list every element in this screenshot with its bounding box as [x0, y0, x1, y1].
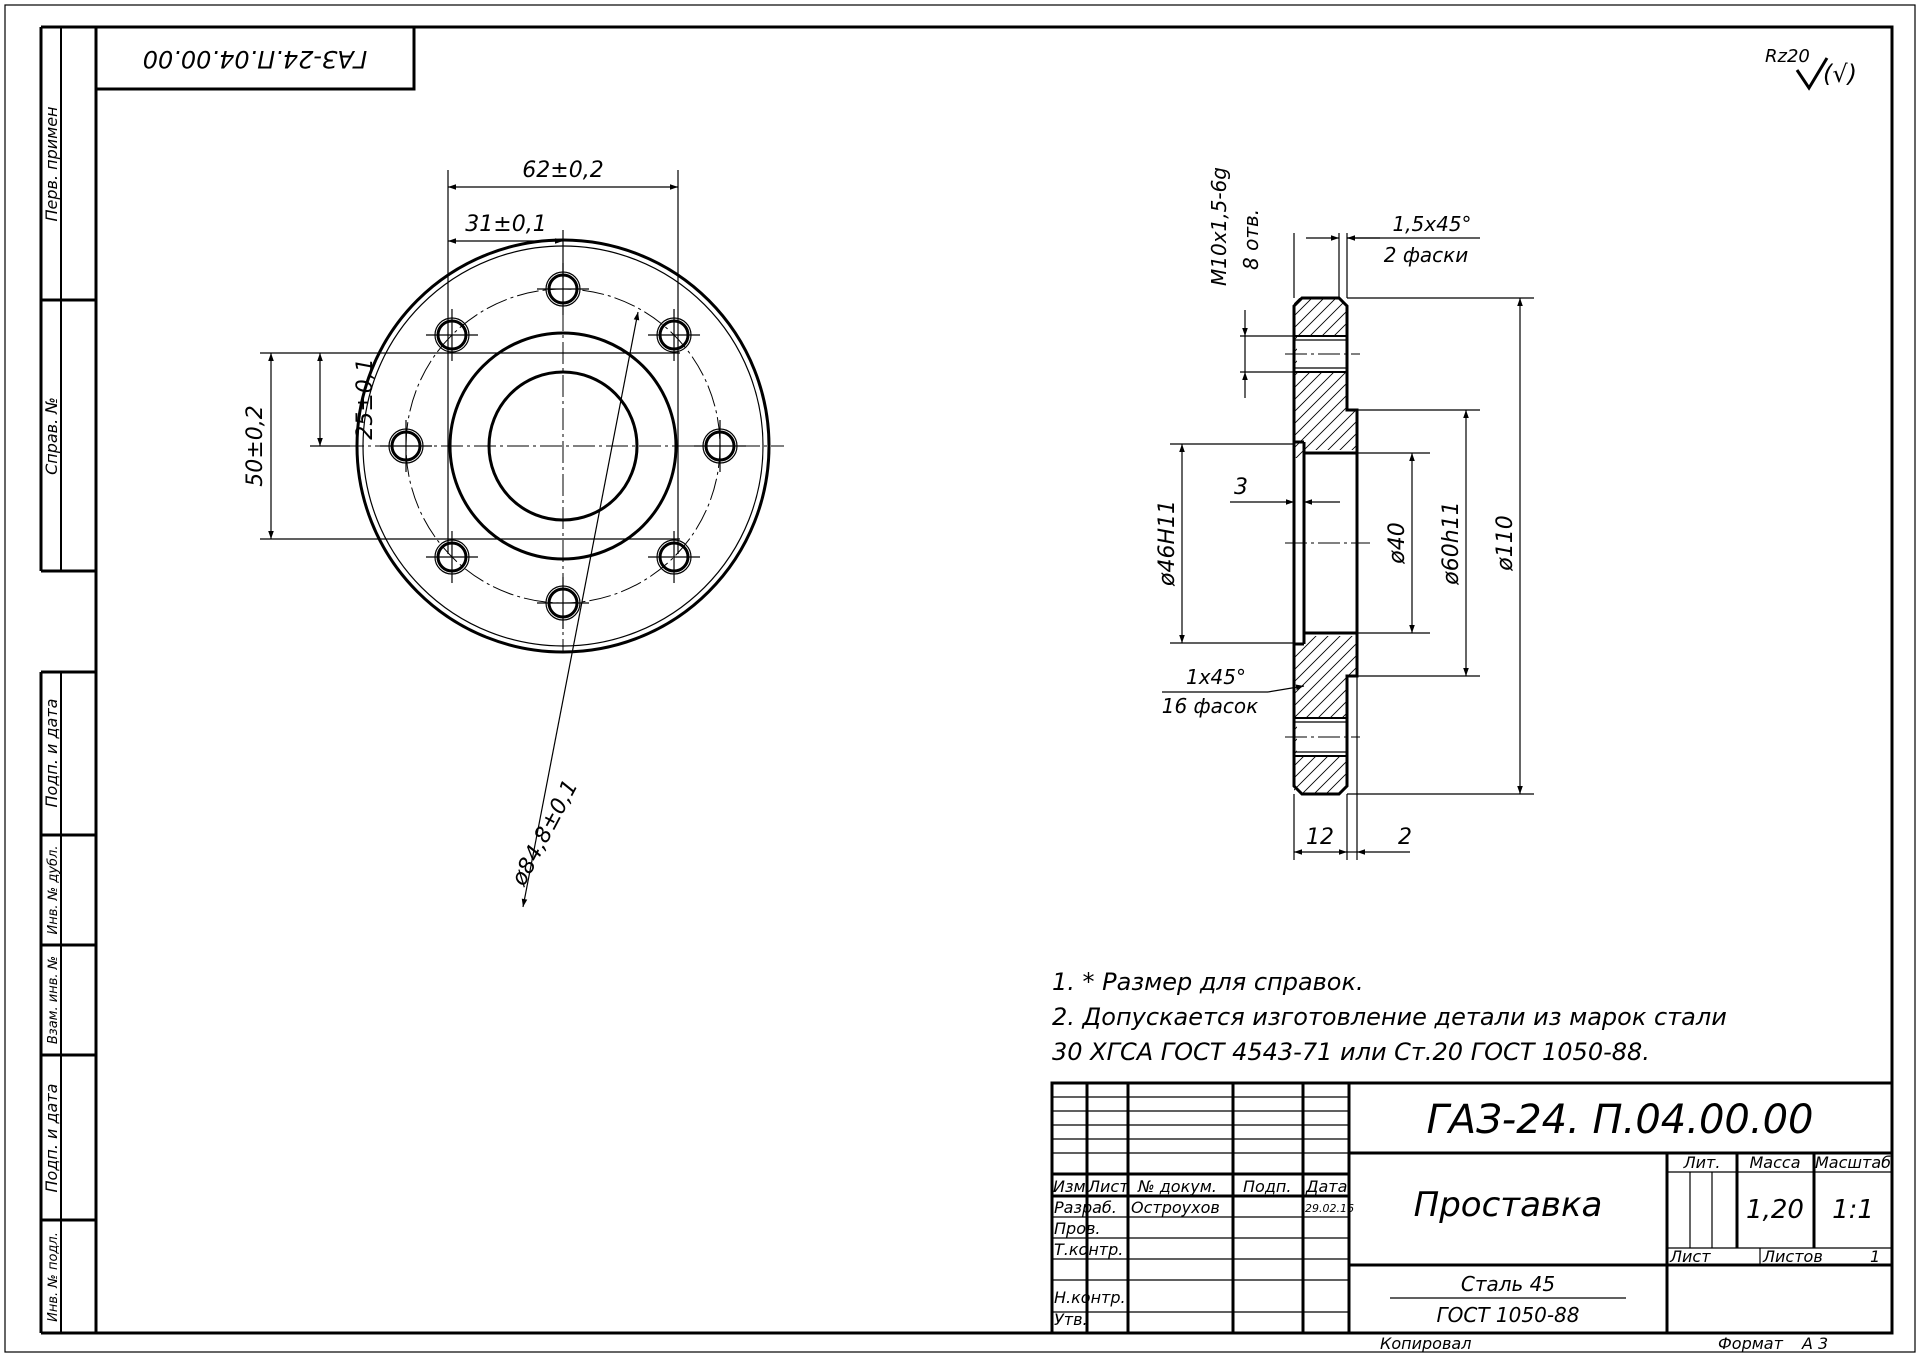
designation: ГАЗ-24. П.04.00.00: [1427, 1097, 1814, 1143]
sheet-label: Лист: [1669, 1247, 1711, 1266]
chamfer-top-count: 2 фаски: [1384, 243, 1469, 267]
hdr-doc: № докум.: [1137, 1177, 1217, 1196]
row-razrab: Разраб.: [1054, 1198, 1117, 1217]
dim-2: 2: [1398, 825, 1412, 850]
lit-label: Лит.: [1683, 1153, 1721, 1172]
mass-value: 1,20: [1746, 1195, 1804, 1225]
dia84-leader: [521, 311, 640, 908]
roughness-check-icon: [1795, 57, 1829, 91]
dim-12: 12: [1306, 825, 1334, 850]
podp-data-label-1: Подп. и дата: [42, 699, 61, 808]
bolt-hole: [694, 420, 746, 472]
dim-3: 3: [1234, 475, 1248, 500]
note-3: 30 ХГСА ГОСТ 4543-71 или Ст.20 ГОСТ 1050…: [1052, 1038, 1650, 1066]
material-1: Сталь 45: [1461, 1272, 1555, 1296]
roughness-extra: (√): [1823, 60, 1857, 88]
mass-label: Масса: [1749, 1153, 1800, 1172]
part-name: Проставка: [1414, 1185, 1603, 1225]
section-view: M10x1,5-6g 8 отв. 1,5x45° 2 фаски ø46H11…: [1155, 167, 1534, 860]
bolt-hole: [425, 531, 478, 584]
scale-label: Масштаб: [1815, 1153, 1891, 1172]
sheets-label: Листов: [1762, 1247, 1823, 1266]
chamfer-top-label: 1,5x45°: [1392, 212, 1471, 236]
format-label: Формат: [1718, 1334, 1784, 1353]
podp-data-label-2: Подп. и дата: [42, 1084, 61, 1193]
inv-podl-label: Инв. № подл.: [46, 1232, 61, 1322]
mirrored-stamp: ГАЗ-24.П.04.00.00: [94, 25, 416, 91]
developer-date: 29.02.16: [1305, 1202, 1354, 1215]
chamfer-bot-label: 1x45°: [1186, 665, 1246, 689]
roughness-value: Rz20: [1765, 46, 1810, 67]
row-utv: Утв.: [1054, 1310, 1088, 1329]
vzam-inv-label: Взам. инв. №: [46, 956, 61, 1044]
bolt-hole: [648, 531, 701, 584]
sprav-no-label: Справ. №: [42, 397, 61, 475]
dim-25: 25±0,1: [353, 358, 378, 439]
note-2: 2. Допускается изготовление детали из ма…: [1052, 1003, 1727, 1031]
sheets-value: 1: [1870, 1247, 1880, 1266]
dim-62: 62±0,2: [522, 158, 603, 183]
material-2: ГОСТ 1050-88: [1437, 1303, 1580, 1327]
scale-value: 1:1: [1832, 1195, 1874, 1225]
side-columns: Перв. примен Справ. № Подп. и дата Инв. …: [42, 106, 61, 1321]
row-prov: Пров.: [1054, 1219, 1101, 1238]
row-tkontr: Т.контр.: [1054, 1240, 1123, 1259]
copied-label: Копировал: [1380, 1334, 1471, 1353]
dim-31: 31±0,1: [465, 212, 546, 237]
sheet-frame: [4, 4, 1916, 1353]
roughness-mark: Rz20 (√): [1765, 46, 1857, 91]
mirrored-stamp-text: ГАЗ-24.П.04.00.00: [143, 45, 368, 73]
dim-40: ø40: [1385, 522, 1410, 564]
dim-60: ø60h11: [1439, 501, 1464, 585]
bolt-hole: [380, 420, 432, 472]
hdr-izm: Изм: [1053, 1177, 1086, 1196]
bolt-hole: [648, 308, 701, 361]
technical-notes: 1. * Размер для справок. 2. Допускается …: [1052, 968, 1727, 1066]
front-view: 62±0,2 31±0,1 50±0,2 25±0,1 ø84,8±0,1: [243, 158, 784, 908]
dim-46: ø46H11: [1155, 500, 1180, 587]
format-value: А 3: [1801, 1334, 1828, 1353]
title-block: Изм Лист № докум. Подп. Дата Разраб. Ост…: [1050, 1081, 1894, 1335]
dim-50: 50±0,2: [243, 405, 268, 486]
inv-dubl-label: Инв. № дубл.: [46, 846, 61, 935]
bolt-hole: [425, 308, 478, 361]
dim-110: ø110: [1493, 515, 1518, 571]
hdr-podp: Подп.: [1243, 1177, 1291, 1196]
hdr-data: Дата: [1305, 1177, 1347, 1196]
note-1: 1. * Размер для справок.: [1052, 968, 1364, 996]
perv-primen-label: Перв. примен: [42, 106, 61, 221]
thread-spec: M10x1,5-6g: [1207, 167, 1231, 286]
row-nkontr: Н.контр.: [1054, 1288, 1126, 1307]
thread-count: 8 отв.: [1239, 209, 1263, 270]
hdr-list: Лист: [1087, 1177, 1129, 1196]
chamfer-bot-count: 16 фасок: [1162, 694, 1258, 718]
developer-name: Остроухов: [1131, 1198, 1220, 1217]
